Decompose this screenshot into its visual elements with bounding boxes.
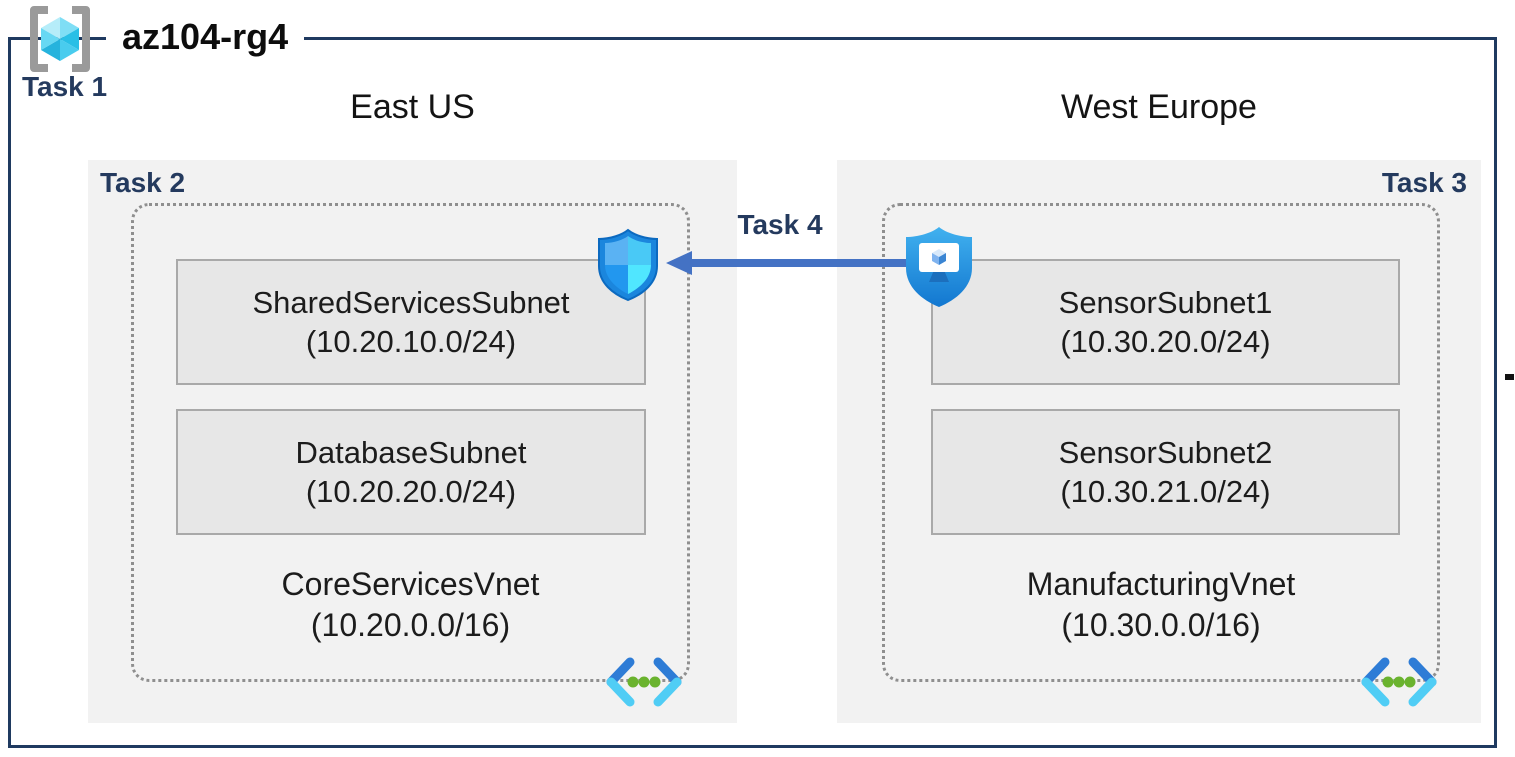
- region-title-west-europe: West Europe: [1061, 88, 1257, 126]
- task-1-label: Task 1: [22, 71, 108, 102]
- vnet-name: CoreServicesVnet: [281, 566, 540, 602]
- cube-glyph: [41, 17, 79, 61]
- monitor-stand: [929, 270, 949, 282]
- cube-glyph: [932, 249, 946, 265]
- east-vnet-label: CoreServicesVnet (10.20.0.0/16): [134, 564, 687, 646]
- subnet-cidr: (10.20.20.0/24): [305, 474, 517, 509]
- task-3-label: Task 3: [1381, 167, 1467, 198]
- virtual-network-icon: [1361, 657, 1437, 707]
- subnet-sensor-2: SensorSubnet2 (10.30.21.0/24): [931, 409, 1400, 535]
- vnet-name: ManufacturingVnet: [1026, 566, 1296, 602]
- subnet-cidr: (10.20.10.0/24): [305, 324, 517, 359]
- vnet-cidr: (10.30.0.0/16): [1061, 607, 1261, 643]
- subnet-cidr: (10.30.20.0/24): [1060, 324, 1271, 359]
- west-vnet-boundary: SensorSubnet1 (10.30.20.0/24) SensorSubn…: [882, 203, 1440, 707]
- network-security-group-shield-icon: [598, 228, 658, 302]
- subnet-shared-services: SharedServicesSubnet (10.20.10.0/24): [176, 259, 646, 385]
- vnet-cidr: (10.20.0.0/16): [310, 607, 511, 643]
- peering-arrow: [666, 251, 908, 275]
- bastion-shield-monitor-icon: [906, 227, 972, 307]
- subnet-name: DatabaseSubnet: [295, 435, 527, 470]
- virtual-network-icon: [606, 657, 682, 707]
- east-vnet-boundary: SharedServicesSubnet (10.20.10.0/24) Dat…: [131, 203, 690, 707]
- task-2-label: Task 2: [100, 167, 186, 198]
- stray-dash-mark: [1505, 374, 1514, 380]
- resource-group-frame: [8, 37, 1497, 748]
- resource-group-title: az104-rg4: [106, 16, 305, 58]
- subnet-database: DatabaseSubnet (10.20.20.0/24): [176, 409, 646, 535]
- subnet-cidr: (10.30.21.0/24): [1060, 474, 1271, 509]
- west-vnet-label: ManufacturingVnet (10.30.0.0/16): [885, 564, 1437, 646]
- resource-group-icon: [30, 6, 90, 72]
- subnet-name: SensorSubnet1: [1058, 285, 1273, 320]
- subnet-name: SensorSubnet2: [1058, 435, 1273, 470]
- region-title-east-us: East US: [350, 88, 475, 126]
- task-4-label: Task 4: [737, 209, 823, 240]
- subnet-sensor-1: SensorSubnet1 (10.30.20.0/24): [931, 259, 1400, 385]
- subnet-name: SharedServicesSubnet: [252, 285, 570, 320]
